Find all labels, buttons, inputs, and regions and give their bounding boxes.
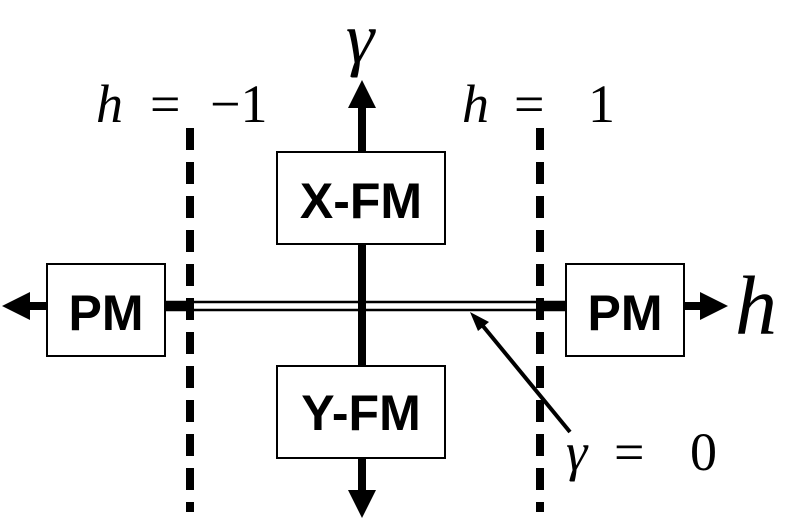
pm-box-right: PM [565,263,685,357]
label-h-minus-one: h = −1 [96,74,267,134]
label-gamma-zero: γ = 0 [566,422,717,482]
gamma-axis-arrow-down [348,490,376,518]
label-right-value: 1 [588,74,615,134]
label-left-var: h [96,74,123,134]
y-fm-label: Y-FM [301,385,420,441]
label-right-eq: = [514,74,544,134]
label-left-value: −1 [210,74,267,134]
gamma-axis-label: γ [346,0,376,78]
annotation-pointer-head [470,312,489,331]
annotation-pointer [476,318,572,434]
annotation-value: 0 [690,422,717,482]
annotation-eq: = [614,422,644,482]
annotation-var: γ [566,422,589,482]
x-fm-box: X-FM [276,151,446,245]
label-right-var: h [462,74,489,134]
pm-label-left: PM [69,285,144,341]
h-axis-arrow-right [700,292,728,320]
y-fm-box: Y-FM [276,365,446,459]
label-left-eq: = [150,74,180,134]
gamma-axis-arrow-up [348,80,376,108]
pm-label-right: PM [588,285,663,341]
label-h-one: h = 1 [462,74,615,134]
x-fm-label: X-FM [300,173,422,229]
pm-box-left: PM [46,263,166,357]
h-axis-label: h [735,260,777,353]
h-axis-arrow-left [2,292,30,320]
